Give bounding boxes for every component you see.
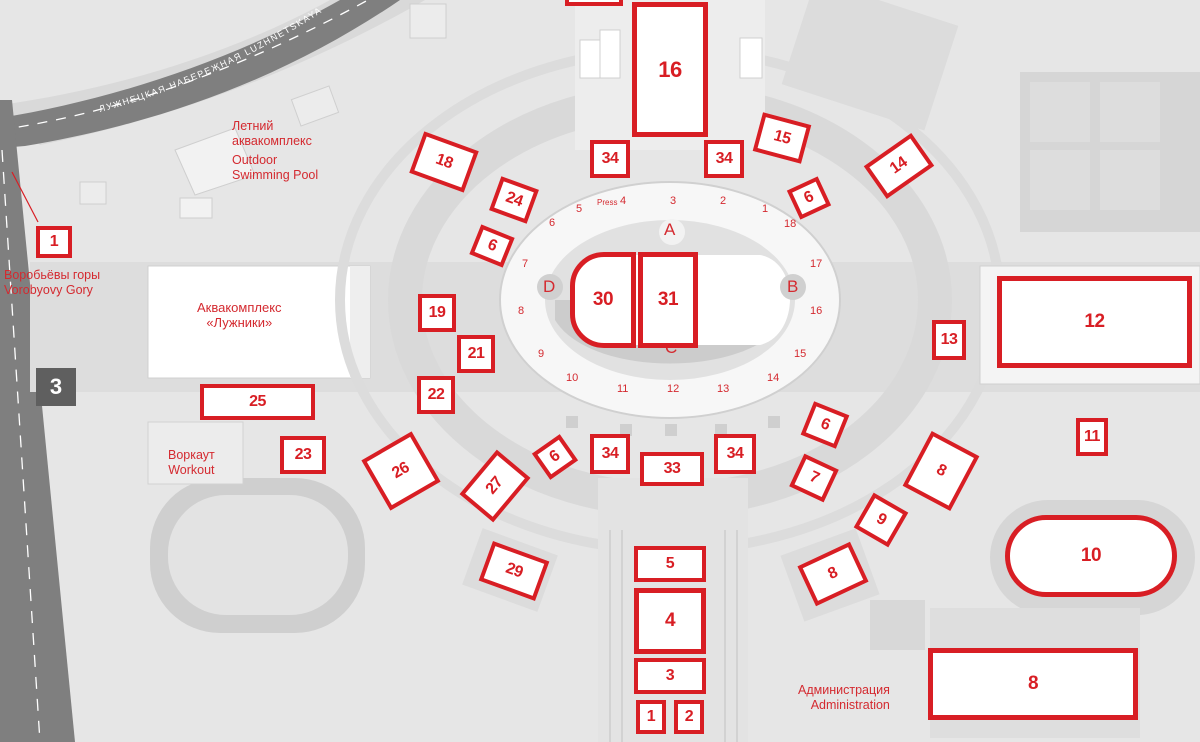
small-building [79,181,107,205]
sector-3: 3 [670,195,677,207]
stand-a-label: A [664,220,676,239]
vorob-label-en: Vorobyovy Gory [4,283,93,297]
stand-d-marker [537,274,563,300]
sector-11: 11 [617,383,629,395]
sector-7: 7 [522,258,529,270]
small-building [179,197,213,219]
block-30[interactable]: 30 [570,252,636,348]
block-11[interactable]: 11 [1076,418,1108,456]
block-19[interactable]: 19 [418,294,456,332]
sector-13: 13 [717,383,730,395]
sector-15: 15 [794,348,807,360]
block-16[interactable]: 16 [632,2,708,137]
sector-8: 8 [518,305,525,317]
north-building [599,29,621,79]
block-21[interactable]: 21 [457,335,495,373]
pool-label-en-1: Outdoor [232,153,278,167]
sector-12: 12 [667,383,680,395]
outdoor-pool-label: Летний аквакомплекс Outdoor Swimming Poo… [232,119,318,183]
administration-label: Администрация Administration [798,683,890,713]
aqua-label-1: Аквакомплекс [197,300,282,315]
sector-1: 1 [762,203,769,215]
sector-5: 5 [576,203,583,215]
embankment-road [0,0,400,148]
court [1030,150,1090,210]
court [1030,82,1090,142]
block-34-northwest[interactable]: 34 [590,140,630,178]
block-partial-top[interactable] [565,0,623,6]
block-2[interactable]: 2 [674,700,704,734]
metro-exit-3[interactable]: 3 [49,374,63,399]
small-building [290,85,340,127]
block-10[interactable]: 10 [1005,515,1177,597]
block-34-northeast[interactable]: 34 [704,140,744,178]
sector-2: 2 [720,195,727,207]
outdoor-pool-building [174,127,256,196]
sector-16: 16 [810,305,823,317]
small-building [409,3,447,39]
stand-a-marker [659,219,685,245]
stand-b-label: B [787,277,799,296]
aquatic-centre-luzhniki [147,265,371,379]
block-33[interactable]: 33 [640,452,704,486]
block-25[interactable]: 25 [200,384,315,420]
admin-building [870,600,925,650]
stand-d-label: D [543,277,556,296]
aquatic-centre-label: Аквакомплекс «Лужники» [197,300,282,330]
sw-stadium-field [168,495,348,615]
stand-b-marker [780,274,806,300]
block-12[interactable]: 12 [997,276,1192,368]
workout-label-en: Workout [168,463,215,477]
block-4[interactable]: 4 [634,588,706,654]
workout-label-ru: Воркаут [168,448,215,462]
stadium-gates [566,416,780,436]
court [1100,150,1160,210]
aqua-label-2: «Лужники» [206,315,273,330]
workout-area [147,421,244,485]
block-31[interactable]: 31 [638,252,698,348]
sector-18: 18 [784,218,797,230]
west-road-marking [1,149,41,742]
block-34-southeast[interactable]: 34 [714,434,756,474]
metro-pointer [11,171,39,223]
sector-14: 14 [767,372,780,384]
block-23[interactable]: 23 [280,436,326,474]
aquatic-centre-wing [350,266,370,378]
sector-6: 6 [549,217,556,229]
vorob-label-ru: Воробьёвы горы [4,268,101,282]
admin-label-ru: Администрация [798,683,890,697]
metro-exit-3-bg [36,368,76,406]
press-label: Press [597,198,618,207]
south-axis-paths [609,530,738,742]
sector-4: 4 [620,195,627,207]
admin-label-en: Administration [810,698,890,712]
north-building [579,39,601,79]
block-34-southwest[interactable]: 34 [590,434,630,474]
block-1-metro-vorobyovy[interactable]: 1 [36,226,72,258]
block-22[interactable]: 22 [417,376,455,414]
pool-label-en-2: Swimming Pool [232,168,319,182]
north-building [739,37,763,79]
block-1[interactable]: 1 [636,700,666,734]
west-road [0,100,75,742]
pool-label-ru-1: Летний [232,119,274,133]
pool-label-ru-2: аквакомплекс [232,134,312,148]
ne-sports-ground [781,0,959,131]
workout-label: Воркаут Workout [168,448,215,478]
vorobyovy-gory-label: Воробьёвы горы Vorobyovy Gory [4,268,100,298]
block-3[interactable]: 3 [634,658,706,694]
block-13[interactable]: 13 [932,320,966,360]
block-8-administration[interactable]: 8 [928,648,1138,720]
sector-10: 10 [566,372,579,384]
court [1100,82,1160,142]
sector-9: 9 [538,348,545,360]
block-5[interactable]: 5 [634,546,706,582]
sector-17: 17 [810,258,823,270]
